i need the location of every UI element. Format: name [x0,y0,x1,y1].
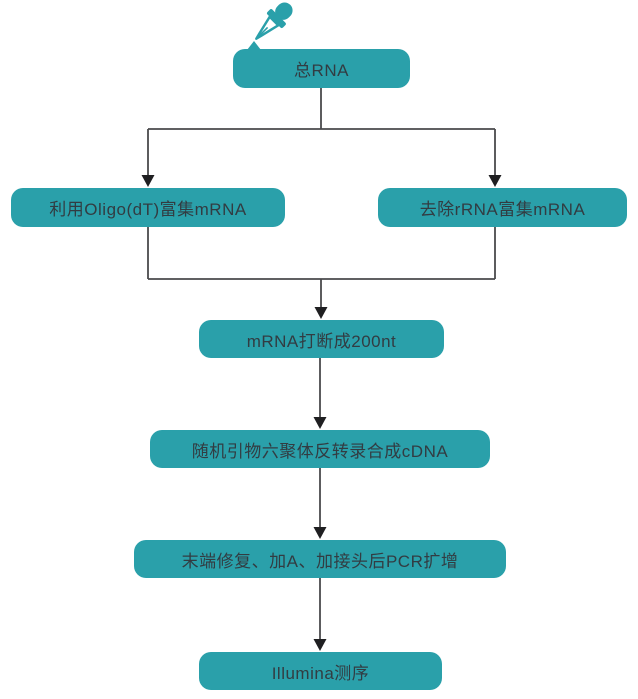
arrowhead-icon [313,527,327,539]
flow-node-label: 利用Oligo(dT)富集mRNA [49,200,247,219]
flow-node-illumina-sequencing: Illumina测序 [199,652,442,690]
flow-node-label: Illumina测序 [271,663,370,683]
arrowhead-icon [488,175,502,187]
flow-node-cdna-synthesis: 随机引物六聚体反转录合成cDNA [150,430,490,468]
arrowhead-icon [141,175,155,187]
flow-node-total-rna: 总RNA [233,49,410,88]
dropper-icon [255,2,293,40]
flow-node-label: 随机引物六聚体反转录合成cDNA [191,441,449,461]
flow-node-rrna-removal: 去除rRNA富集mRNA [378,188,627,227]
droplet-icon [247,41,261,50]
flow-node-label: 去除rRNA富集mRNA [419,200,586,219]
arrowhead-icon [313,417,327,429]
arrowhead-icon [314,307,328,319]
flow-node-oligo-dt-enrichment: 利用Oligo(dT)富集mRNA [11,188,285,227]
arrowhead-icon [313,639,327,651]
flow-node-label: mRNA打断成200nt [246,331,397,351]
flow-node-pcr-amplification: 末端修复、加A、加接头后PCR扩增 [134,540,506,578]
flow-node-label: 末端修复、加A、加接头后PCR扩增 [181,551,459,571]
flow-node-fragmentation: mRNA打断成200nt [199,320,444,358]
flow-node-label: 总RNA [294,61,349,80]
